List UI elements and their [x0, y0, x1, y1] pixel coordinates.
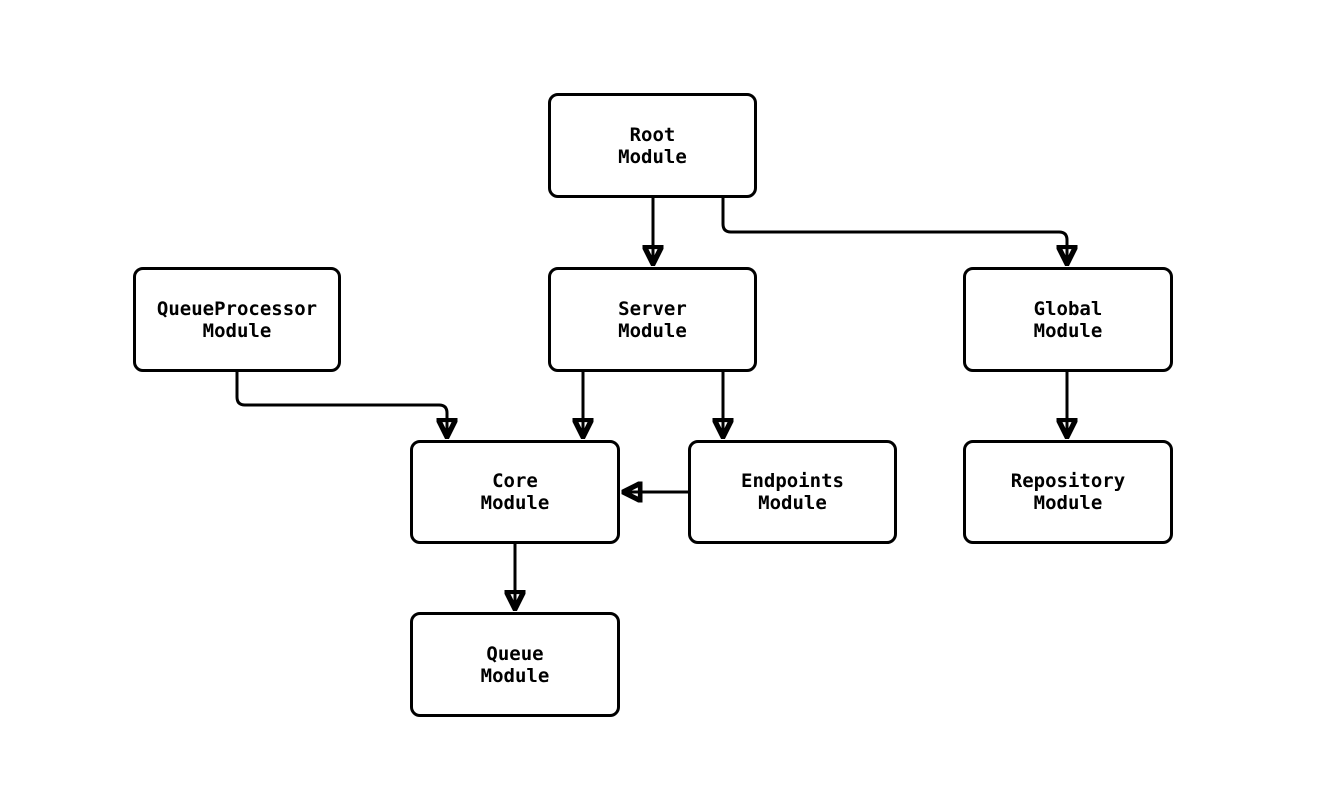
node-server-module: Server Module: [548, 267, 757, 372]
node-root-module: Root Module: [548, 93, 757, 198]
node-global-module: Global Module: [963, 267, 1173, 372]
node-queueprocessor-module-label: QueueProcessor Module: [156, 297, 318, 342]
node-repository-module-label: Repository Module: [1010, 470, 1126, 514]
node-repository-module: Repository Module: [963, 440, 1173, 544]
node-queue-module: Queue Module: [410, 612, 620, 717]
node-global-module-label: Global Module: [1033, 297, 1103, 342]
node-root-module-label: Root Module: [618, 123, 687, 168]
node-core-module-label: Core Module: [480, 470, 550, 514]
node-queue-module-label: Queue Module: [480, 642, 550, 687]
node-queueprocessor-module: QueueProcessor Module: [133, 267, 341, 372]
node-endpoints-module-label: Endpoints Module: [741, 470, 844, 514]
node-endpoints-module: Endpoints Module: [688, 440, 897, 544]
node-server-module-label: Server Module: [618, 297, 687, 342]
edge-root-to-global: [721, 197, 1067, 264]
node-core-module: Core Module: [410, 440, 620, 544]
edge-queueprocessor-to-core: [235, 371, 447, 437]
